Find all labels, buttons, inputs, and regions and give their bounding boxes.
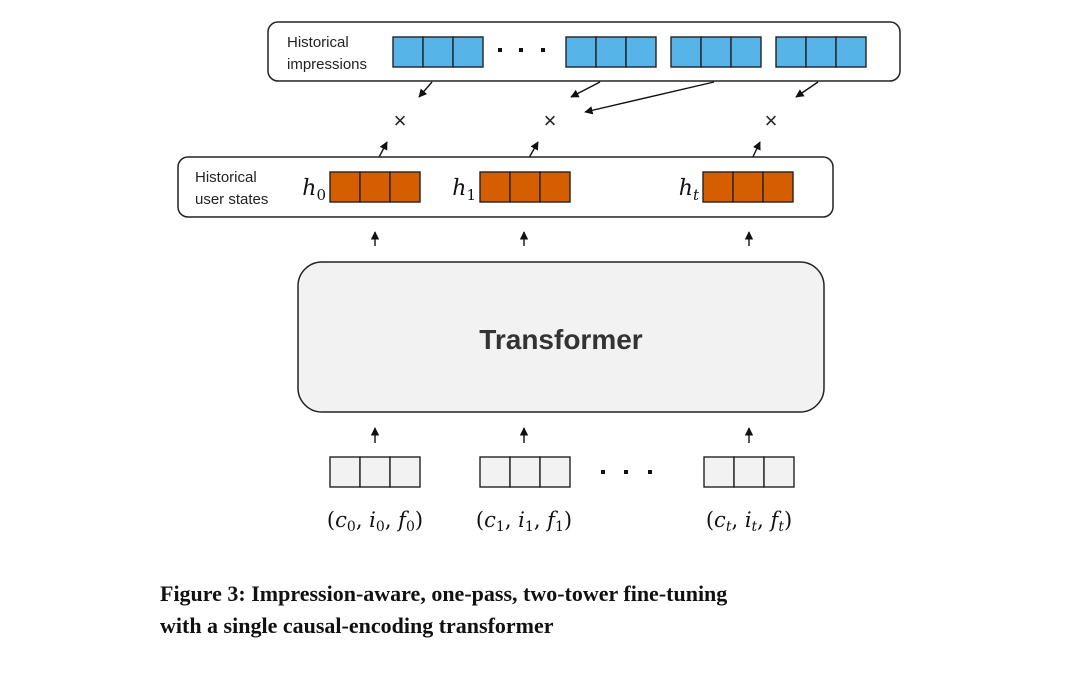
input-token-vector-cell bbox=[763, 456, 795, 488]
impression-vector-cell bbox=[595, 36, 627, 68]
state-label: ht bbox=[679, 176, 700, 204]
caption-line-1: Figure 3: Impression-aware, one-pass, tw… bbox=[160, 581, 728, 606]
user-state-vector-cell bbox=[479, 171, 511, 203]
impressions-label-1: Historical bbox=[287, 34, 349, 51]
impression-vector-cell bbox=[422, 36, 454, 68]
impression-vector-cell bbox=[730, 36, 762, 68]
user-state-vector-cell bbox=[762, 171, 794, 203]
impression-vector-cell bbox=[392, 36, 424, 68]
ellipsis-top bbox=[498, 48, 545, 52]
input-token-vector bbox=[329, 456, 421, 488]
figure-caption: Figure 3: Impression-aware, one-pass, tw… bbox=[160, 578, 920, 642]
impression-vector-cell bbox=[670, 36, 702, 68]
impression-vector-cell bbox=[565, 36, 597, 68]
impression-vector-cell bbox=[625, 36, 657, 68]
input-token-vector-cell bbox=[539, 456, 571, 488]
impression-vector-cell bbox=[775, 36, 807, 68]
impression-vector-cell bbox=[700, 36, 732, 68]
multiply-symbol: × bbox=[765, 108, 778, 133]
input-label: (c0, i0, f0) bbox=[327, 508, 423, 535]
states-label-2: user states bbox=[195, 191, 268, 208]
transformer-block bbox=[297, 261, 825, 413]
input-token-vector-cell bbox=[479, 456, 511, 488]
impression-vector-cell bbox=[835, 36, 867, 68]
input-token-vector-cell bbox=[509, 456, 541, 488]
impression-vector bbox=[565, 36, 657, 68]
impressions-label-2: impressions bbox=[287, 56, 367, 73]
impression-vector bbox=[670, 36, 762, 68]
input-label: (ct, it, ft) bbox=[706, 508, 792, 535]
impression-vector-cell bbox=[805, 36, 837, 68]
caption-line-2: with a single causal-encoding transforme… bbox=[160, 613, 554, 638]
input-arrows bbox=[370, 427, 754, 443]
user-state-vector bbox=[329, 171, 421, 203]
impression-vector bbox=[775, 36, 867, 68]
states-label-1: Historical bbox=[195, 169, 257, 186]
input-token-vector-cell bbox=[703, 456, 735, 488]
state-label: h1 bbox=[452, 176, 476, 204]
impression-arrows bbox=[418, 81, 819, 115]
input-token-vector-cell bbox=[329, 456, 361, 488]
transformer-label: Transformer bbox=[479, 324, 642, 355]
ellipsis-bottom bbox=[601, 470, 652, 474]
input-token-vector-cell bbox=[389, 456, 421, 488]
user-state-vector-cell bbox=[702, 171, 734, 203]
user-state-vector bbox=[479, 171, 571, 203]
input-token-vector-cell bbox=[359, 456, 391, 488]
multiply-symbol: × bbox=[544, 108, 557, 133]
multiply-symbol: × bbox=[394, 108, 407, 133]
user-state-vector-cell bbox=[389, 171, 421, 203]
user-state-vector-cell bbox=[329, 171, 361, 203]
input-token-vector bbox=[479, 456, 571, 488]
state-label: h0 bbox=[302, 176, 326, 204]
input-label: (c1, i1, f1) bbox=[476, 508, 572, 535]
impression-vector bbox=[392, 36, 484, 68]
input-token-vector-cell bbox=[733, 456, 765, 488]
user-state-vector-cell bbox=[359, 171, 391, 203]
impression-vector-cell bbox=[452, 36, 484, 68]
user-state-vector bbox=[702, 171, 794, 203]
user-state-vector-cell bbox=[732, 171, 764, 203]
input-token-vector bbox=[703, 456, 795, 488]
user-state-vector-cell bbox=[539, 171, 571, 203]
transformer-output-arrows bbox=[370, 231, 754, 246]
user-state-vector-cell bbox=[509, 171, 541, 203]
